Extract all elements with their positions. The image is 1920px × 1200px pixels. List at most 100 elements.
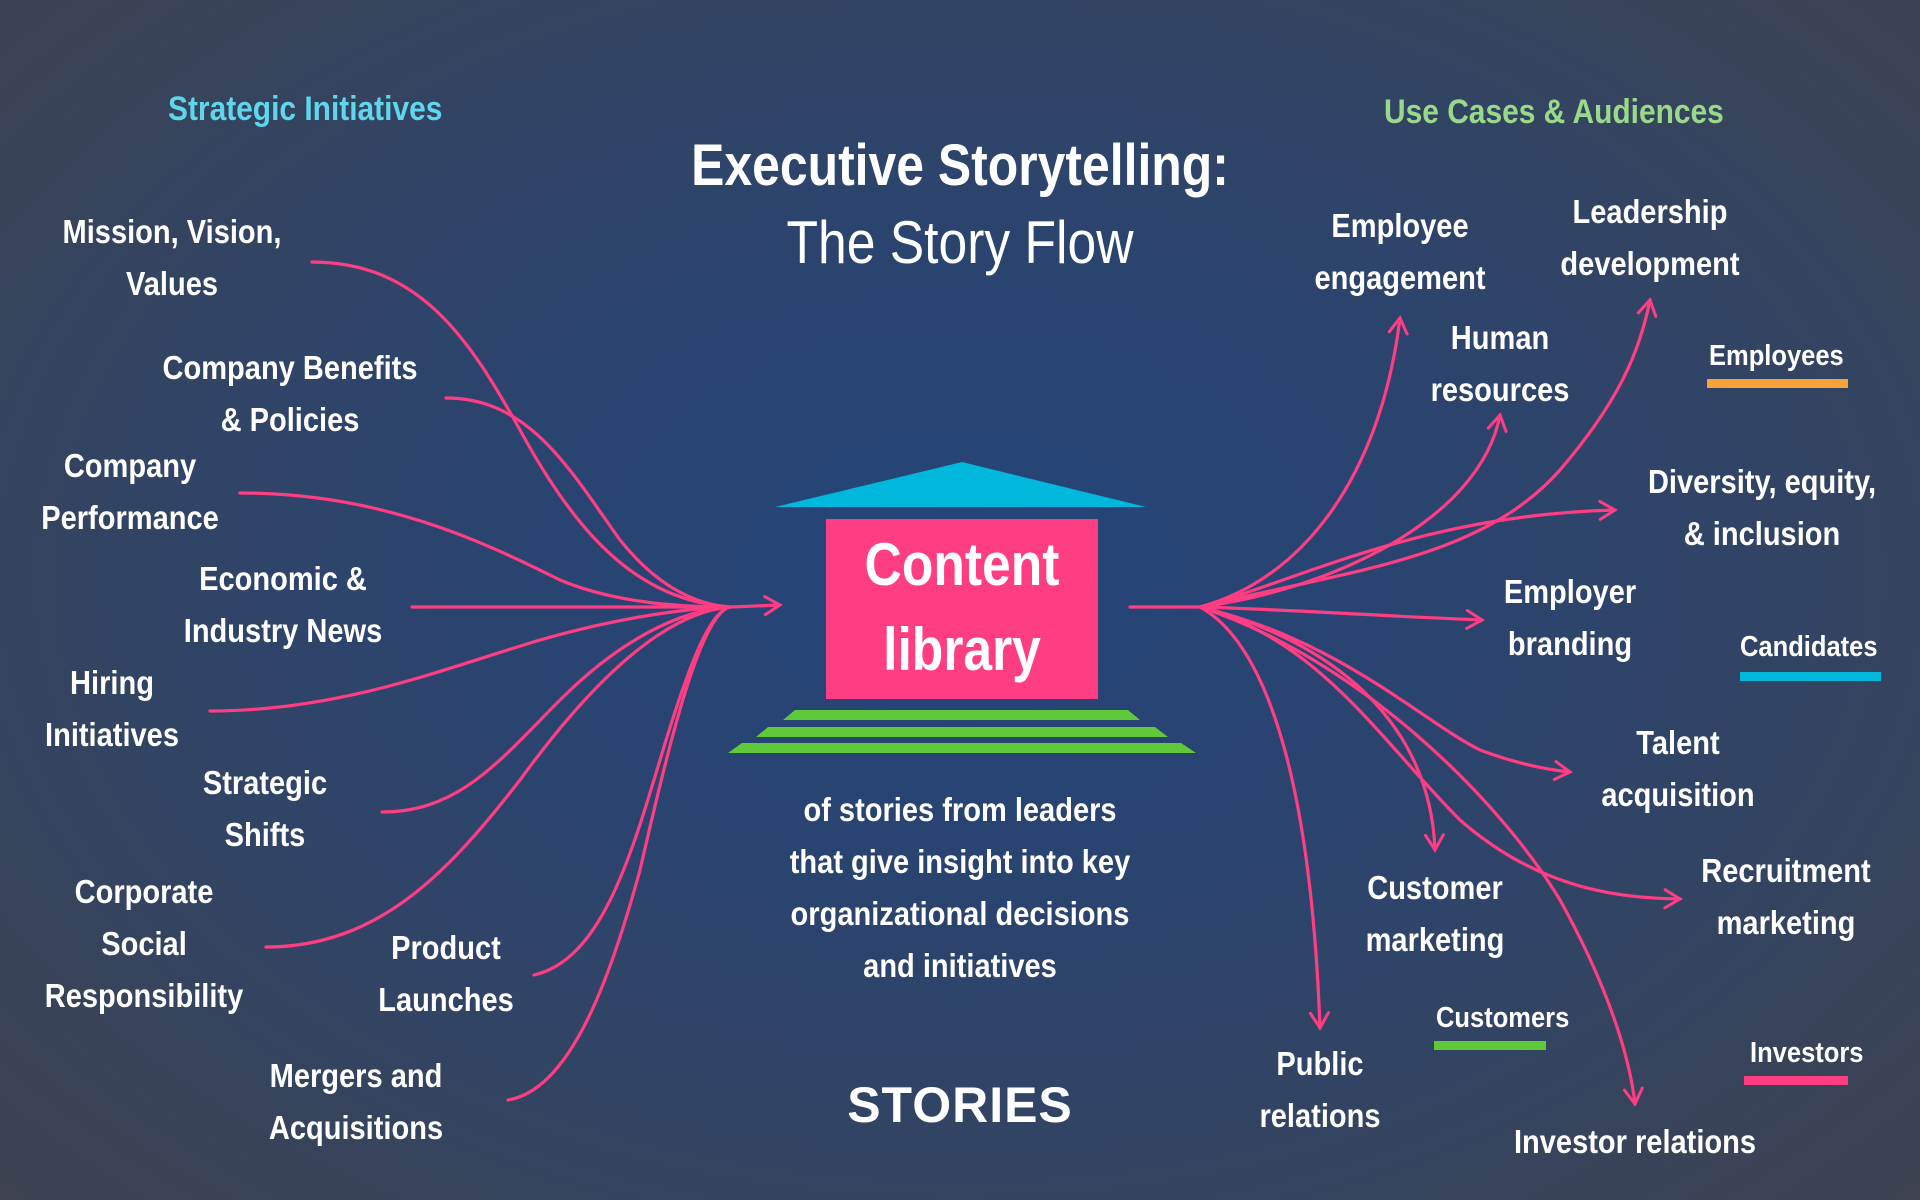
page-title: Executive Storytelling:: [691, 133, 1229, 198]
left-heading: Strategic Initiatives: [168, 90, 443, 128]
usecase-recruitment: Recruitment marketing: [1689, 845, 1883, 949]
flow-line-recruitment: [1198, 605, 1683, 910]
description-line: and initiatives: [863, 947, 1057, 984]
usecase-employee-engagement: Employee engagement: [1312, 200, 1488, 304]
initiative-text: Corporate: [74, 873, 214, 910]
usecase-text: development: [1560, 245, 1740, 282]
usecase-text: engagement: [1314, 259, 1486, 296]
initiative-text: Launches: [378, 981, 514, 1018]
initiative-text: Hiring: [70, 664, 154, 701]
initiative-hiring: Hiring Initiatives: [31, 657, 193, 761]
initiative-text: Mergers and: [269, 1057, 443, 1094]
right-heading: Use Cases & Audiences: [1384, 93, 1724, 131]
flow-line-mission: [310, 260, 732, 609]
usecase-human-resources: Human resources: [1421, 312, 1579, 416]
usecase-investor-relations: Investor relations: [1507, 1116, 1762, 1168]
flow-line-employer-branding: [1198, 605, 1485, 630]
initiative-text: Values: [125, 265, 219, 302]
usecase-text: & inclusion: [1683, 515, 1841, 552]
flow-line-dei: [1198, 499, 1618, 609]
brand-logo: STORIES: [847, 1077, 1073, 1133]
flow-line-hiring: [208, 605, 732, 713]
usecase-public-relations: Public relations: [1250, 1038, 1391, 1142]
initiative-text: & Policies: [220, 401, 360, 438]
library-line-1: Content: [864, 531, 1060, 598]
description-line: of stories from leaders: [803, 791, 1117, 828]
initiative-text: Strategic: [202, 764, 328, 801]
usecase-text: Recruitment: [1701, 852, 1871, 889]
description-line: organizational decisions: [790, 895, 1130, 932]
usecase-text: Employer: [1503, 573, 1637, 610]
usecase-text: marketing: [1716, 904, 1856, 941]
initiative-text: Social: [101, 925, 187, 962]
initiative-mission: Mission, Vision, Values: [47, 206, 297, 310]
flow-line-talent: [1198, 605, 1573, 781]
flow-line-to-library: [728, 595, 783, 617]
initiative-mergers: Mergers and Acquisitions: [261, 1050, 451, 1154]
initiative-benefits: Company Benefits & Policies: [158, 342, 422, 446]
flow-line-public-relations: [1198, 605, 1330, 1031]
flow-line-mergers: [506, 605, 732, 1102]
usecase-text: Human: [1450, 319, 1550, 356]
usecase-text: Investor relations: [1513, 1123, 1757, 1160]
initiative-text: Industry News: [183, 612, 383, 649]
flow-line-csr: [264, 605, 732, 949]
library-box: [826, 519, 1098, 699]
audience-customers-bar: [1434, 1041, 1546, 1050]
audience-employees: Employees: [1709, 340, 1844, 372]
initiative-strategic-shifts: Strategic Shifts: [190, 757, 340, 861]
initiative-performance: Company Performance: [33, 440, 227, 544]
library-step-3: [728, 743, 1196, 753]
initiative-text: Initiatives: [45, 716, 179, 753]
audience-candidates-bar: [1740, 672, 1881, 681]
flow-line-strategic: [380, 605, 732, 814]
flow-line-employee-engagement: [1198, 315, 1409, 609]
usecase-employer-branding: Employer branding: [1491, 566, 1649, 670]
initiative-csr: Corporate Social Responsibility: [35, 866, 253, 1022]
initiative-text: Performance: [41, 499, 219, 536]
initiative-product: Product Launches: [370, 922, 521, 1026]
usecase-customer-marketing: Customer marketing: [1351, 862, 1518, 966]
usecase-text: acquisition: [1601, 776, 1755, 813]
audience-investors: Investors: [1750, 1037, 1864, 1069]
library-description: of stories from leaders that give insigh…: [731, 784, 1189, 992]
audience-customers: Customers: [1436, 1002, 1570, 1034]
initiative-text: Mission, Vision,: [62, 213, 282, 250]
usecase-text: marketing: [1365, 921, 1505, 958]
content-library-label: Content library: [845, 522, 1079, 692]
library-step-1: [783, 710, 1140, 720]
flow-line-leadership: [1198, 297, 1658, 609]
description-line: that give insight into key: [789, 843, 1131, 880]
usecase-text: Talent: [1636, 724, 1720, 761]
initiative-text: Company: [63, 447, 197, 484]
usecase-dei: Diversity, equity, & inclusion: [1646, 456, 1878, 560]
initiative-economic: Economic & Industry News: [175, 553, 391, 657]
audience-employees-bar: [1707, 379, 1848, 388]
page-subtitle: The Story Flow: [786, 209, 1134, 276]
usecase-text: Public: [1276, 1045, 1364, 1082]
audience-investors-bar: [1744, 1076, 1848, 1085]
usecase-text: branding: [1507, 625, 1633, 662]
usecase-text: Customer: [1367, 869, 1503, 906]
usecase-talent: Talent acquisition: [1590, 717, 1766, 821]
usecase-text: Employee: [1331, 207, 1469, 244]
initiative-text: Economic &: [199, 560, 367, 597]
flow-line-performance: [238, 491, 732, 609]
library-line-2: library: [883, 616, 1041, 683]
usecase-leadership: Leadership development: [1553, 186, 1747, 290]
flow-line-benefits: [444, 396, 732, 609]
usecase-text: Leadership: [1572, 193, 1728, 230]
initiative-text: Shifts: [224, 816, 306, 853]
library-roof: [775, 462, 1146, 507]
usecase-text: resources: [1430, 371, 1570, 408]
initiative-text: Company Benefits: [162, 349, 418, 386]
flow-line-investor-relations: [1198, 605, 1644, 1107]
initiative-text: Responsibility: [44, 977, 244, 1014]
usecase-text: relations: [1259, 1097, 1381, 1134]
usecase-text: Diversity, equity,: [1647, 463, 1877, 500]
initiative-text: Product: [391, 929, 501, 966]
audience-candidates: Candidates: [1740, 631, 1878, 663]
library-step-2: [756, 727, 1168, 737]
